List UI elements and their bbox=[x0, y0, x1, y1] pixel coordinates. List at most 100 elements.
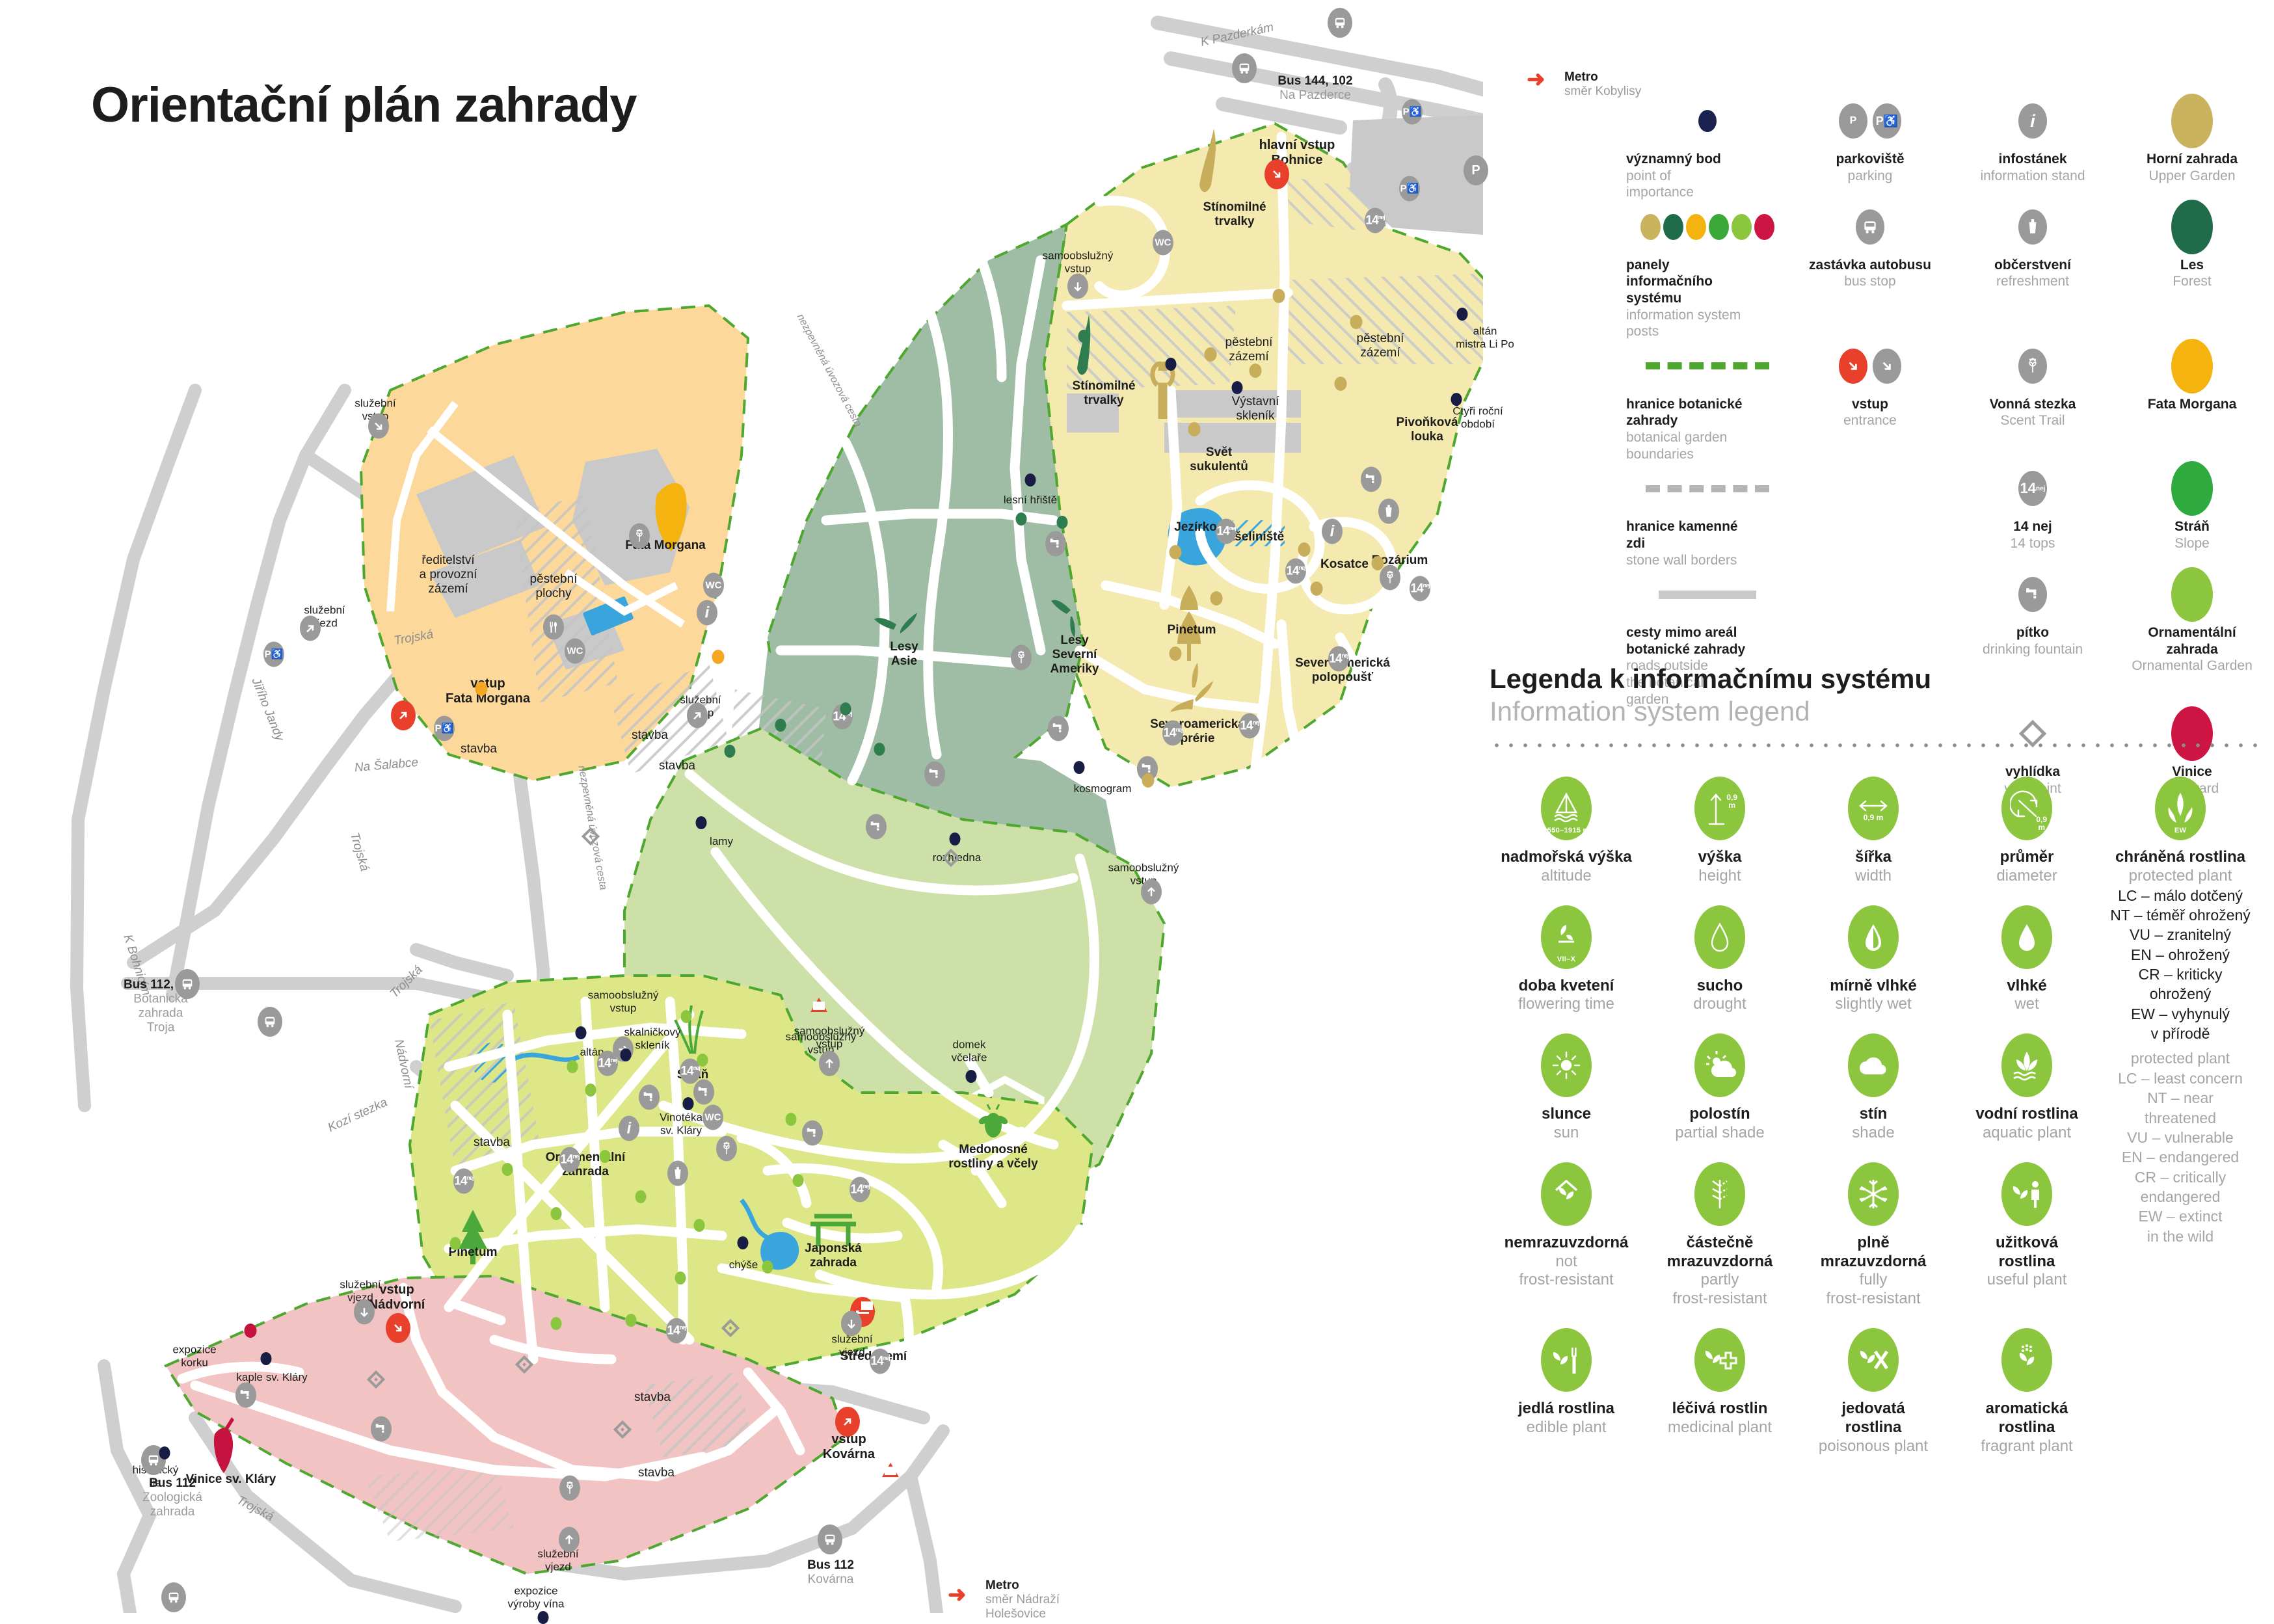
point-of-importance-marker[interactable] bbox=[1142, 773, 1155, 788]
point-of-importance-marker[interactable] bbox=[965, 1070, 977, 1083]
point-of-importance-marker[interactable] bbox=[635, 1190, 647, 1203]
scent-trail-icon[interactable] bbox=[629, 523, 650, 549]
fourteen-tops-icon[interactable]: 14nej bbox=[559, 1147, 580, 1173]
point-of-importance-marker[interactable] bbox=[1371, 556, 1384, 570]
fourteen-tops-icon[interactable]: 14nej bbox=[870, 1348, 890, 1374]
point-of-importance-marker[interactable] bbox=[599, 1150, 611, 1163]
drinking-fountain-icon[interactable] bbox=[371, 1416, 392, 1442]
fourteen-tops-icon[interactable]: 14nej bbox=[1162, 720, 1183, 746]
point-of-importance-marker[interactable] bbox=[502, 1163, 513, 1176]
wc-icon[interactable]: WC bbox=[565, 638, 585, 664]
point-of-importance-marker[interactable] bbox=[159, 1446, 170, 1459]
entrance-ne-icon[interactable] bbox=[835, 1407, 860, 1437]
entrance-ne-icon[interactable] bbox=[391, 700, 416, 730]
restaurant-icon[interactable] bbox=[543, 614, 564, 640]
fourteen-tops-icon[interactable]: 14nej bbox=[1328, 646, 1349, 672]
point-of-importance-marker[interactable] bbox=[1231, 381, 1243, 394]
point-of-importance-marker[interactable] bbox=[737, 1236, 749, 1249]
point-of-importance-marker[interactable] bbox=[1073, 761, 1085, 774]
drinking-fountain-icon[interactable] bbox=[235, 1382, 256, 1408]
fourteen-tops-icon[interactable]: 14nej bbox=[1239, 713, 1260, 739]
bus-icon[interactable] bbox=[258, 1007, 282, 1037]
entrance-arrow-up-icon[interactable] bbox=[1141, 879, 1162, 905]
entrance-arrow-down-icon[interactable] bbox=[354, 1299, 375, 1325]
point-of-importance-marker[interactable] bbox=[682, 1097, 694, 1110]
drinking-fountain-icon[interactable] bbox=[1048, 715, 1069, 741]
point-of-importance-marker[interactable] bbox=[1334, 377, 1347, 391]
refreshment-icon[interactable] bbox=[667, 1160, 688, 1186]
scent-trail-icon[interactable] bbox=[1380, 565, 1400, 591]
bus-icon[interactable] bbox=[1328, 8, 1352, 38]
fourteen-tops-icon[interactable]: 14nej bbox=[666, 1318, 687, 1344]
point-of-importance-marker[interactable] bbox=[1056, 516, 1068, 529]
info-icon[interactable]: i bbox=[697, 600, 717, 626]
parking-accessible-icon[interactable]: P♿ bbox=[434, 715, 455, 741]
fm-entry-marker[interactable] bbox=[475, 682, 488, 696]
point-of-importance-marker[interactable] bbox=[1169, 545, 1182, 559]
point-of-importance-marker[interactable] bbox=[1298, 542, 1311, 557]
point-of-importance-marker[interactable] bbox=[260, 1352, 272, 1365]
entrance-down-icon[interactable] bbox=[386, 1313, 410, 1343]
bus-icon[interactable] bbox=[818, 1524, 842, 1554]
point-of-importance-marker[interactable] bbox=[1165, 358, 1177, 371]
fourteen-tops-icon[interactable]: 14nej bbox=[597, 1050, 618, 1076]
entrance-arrow-up-icon[interactable] bbox=[559, 1526, 580, 1552]
point-of-importance-marker[interactable] bbox=[550, 1207, 562, 1220]
fourteen-tops-icon[interactable]: 14nej bbox=[1410, 576, 1430, 602]
point-of-importance-marker[interactable] bbox=[550, 1317, 562, 1330]
drinking-fountain-icon[interactable] bbox=[1045, 531, 1066, 557]
point-of-importance-marker[interactable] bbox=[537, 1611, 549, 1624]
point-of-importance-marker[interactable] bbox=[1188, 422, 1201, 436]
refreshment-icon[interactable] bbox=[1378, 498, 1399, 524]
point-of-importance-marker[interactable] bbox=[1024, 473, 1036, 486]
point-of-importance-marker[interactable] bbox=[449, 1237, 461, 1250]
point-of-importance-marker[interactable] bbox=[1204, 347, 1217, 362]
fourteen-tops-icon[interactable]: 14nej bbox=[1285, 558, 1306, 584]
fm-entry-marker2[interactable] bbox=[712, 650, 725, 664]
point-of-importance-marker[interactable] bbox=[1169, 646, 1182, 661]
point-of-importance-marker[interactable] bbox=[585, 1084, 596, 1097]
entrance-ne-icon[interactable] bbox=[687, 702, 708, 728]
drinking-fountain-icon[interactable] bbox=[1361, 466, 1382, 492]
wc-icon[interactable]: WC bbox=[702, 1104, 723, 1130]
point-of-importance-marker[interactable] bbox=[1456, 308, 1468, 321]
parking-icon[interactable]: P bbox=[1464, 155, 1488, 185]
wc-icon[interactable]: WC bbox=[1153, 230, 1173, 256]
bus-icon[interactable] bbox=[161, 1582, 186, 1612]
point-of-importance-marker[interactable] bbox=[762, 1260, 773, 1273]
parking-accessible-icon[interactable]: P♿ bbox=[1402, 99, 1423, 125]
bus-icon[interactable] bbox=[175, 969, 200, 999]
point-of-importance-marker[interactable] bbox=[1249, 364, 1262, 378]
drinking-fountain-icon[interactable] bbox=[639, 1084, 660, 1110]
point-of-importance-marker[interactable] bbox=[840, 702, 851, 715]
fourteen-tops-icon[interactable]: 14nej bbox=[1365, 207, 1385, 233]
drinking-fountain-icon[interactable] bbox=[802, 1120, 823, 1146]
info-icon[interactable]: i bbox=[619, 1115, 639, 1141]
drinking-fountain-icon[interactable] bbox=[924, 761, 945, 787]
fourteen-tops-icon[interactable]: 14nej bbox=[453, 1168, 474, 1194]
point-of-importance-marker[interactable] bbox=[567, 1060, 578, 1073]
drinking-fountain-icon[interactable] bbox=[693, 1079, 714, 1105]
point-of-importance-marker[interactable] bbox=[1451, 393, 1462, 406]
point-of-importance-marker[interactable] bbox=[697, 1054, 708, 1067]
drinking-fountain-icon[interactable] bbox=[866, 814, 887, 840]
scent-trail-icon[interactable] bbox=[1011, 645, 1032, 671]
point-of-importance-marker[interactable] bbox=[775, 719, 786, 732]
scent-trail-icon[interactable] bbox=[559, 1475, 580, 1501]
point-of-importance-marker[interactable] bbox=[680, 1010, 692, 1023]
point-of-importance-marker[interactable] bbox=[724, 745, 736, 758]
point-of-importance-marker[interactable] bbox=[693, 1219, 705, 1232]
point-of-importance-marker[interactable] bbox=[874, 743, 885, 756]
fourteen-tops-icon[interactable]: 14nej bbox=[849, 1177, 870, 1203]
bus-icon[interactable] bbox=[1232, 53, 1257, 83]
point-of-importance-marker[interactable] bbox=[575, 1026, 587, 1039]
entrance-arrow-down-icon[interactable] bbox=[1067, 273, 1088, 299]
point-of-importance-marker[interactable] bbox=[1310, 581, 1323, 596]
point-of-importance-marker[interactable] bbox=[1078, 330, 1090, 343]
point-of-importance-marker[interactable] bbox=[1350, 315, 1363, 329]
scent-trail-icon[interactable] bbox=[716, 1136, 737, 1162]
entrance-down-icon[interactable] bbox=[368, 413, 389, 439]
vineyard-marker[interactable] bbox=[244, 1324, 257, 1338]
info-icon[interactable]: i bbox=[1322, 518, 1343, 544]
